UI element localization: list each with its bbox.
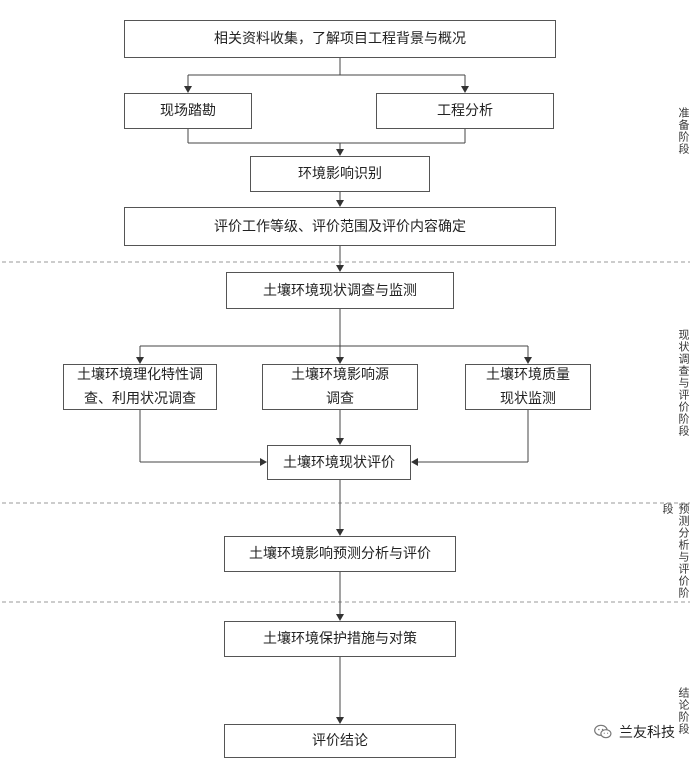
node-status-monitoring: 土壤环境现状调查与监测 — [226, 272, 454, 309]
watermark: 兰友科技 — [593, 722, 675, 742]
node-status-evaluation: 土壤环境现状评价 — [267, 445, 411, 480]
node-quality-monitoring: 土壤环境质量 现状监测 — [465, 364, 591, 410]
wechat-icon — [594, 724, 612, 739]
stage-label-survey-evaluation: 现状调查与评价阶段 — [677, 328, 690, 437]
node-grading-scope: 评价工作等级、评价范围及评价内容确定 — [124, 207, 556, 246]
node-source-survey: 土壤环境影响源 调查 — [262, 364, 418, 410]
node-conclusion: 评价结论 — [224, 724, 456, 758]
stage-label-prediction-evaluation: 预测分析与评价阶段 — [661, 503, 690, 599]
node-physchem-survey: 土壤环境理化特性调 查、利用状况调查 — [63, 364, 217, 410]
stage-label-preparation: 准备阶段 — [677, 107, 690, 155]
node-impact-prediction: 土壤环境影响预测分析与评价 — [224, 536, 456, 572]
node-collect-info: 相关资料收集，了解项目工程背景与概况 — [124, 20, 556, 58]
stage-label-conclusion: 结论阶段 — [677, 686, 690, 735]
node-impact-identification: 环境影响识别 — [250, 156, 430, 192]
watermark-text: 兰友科技 — [619, 725, 675, 741]
node-engineering-analysis: 工程分析 — [376, 93, 554, 129]
node-protection-measures: 土壤环境保护措施与对策 — [224, 621, 456, 657]
node-site-survey: 现场踏勘 — [124, 93, 252, 129]
